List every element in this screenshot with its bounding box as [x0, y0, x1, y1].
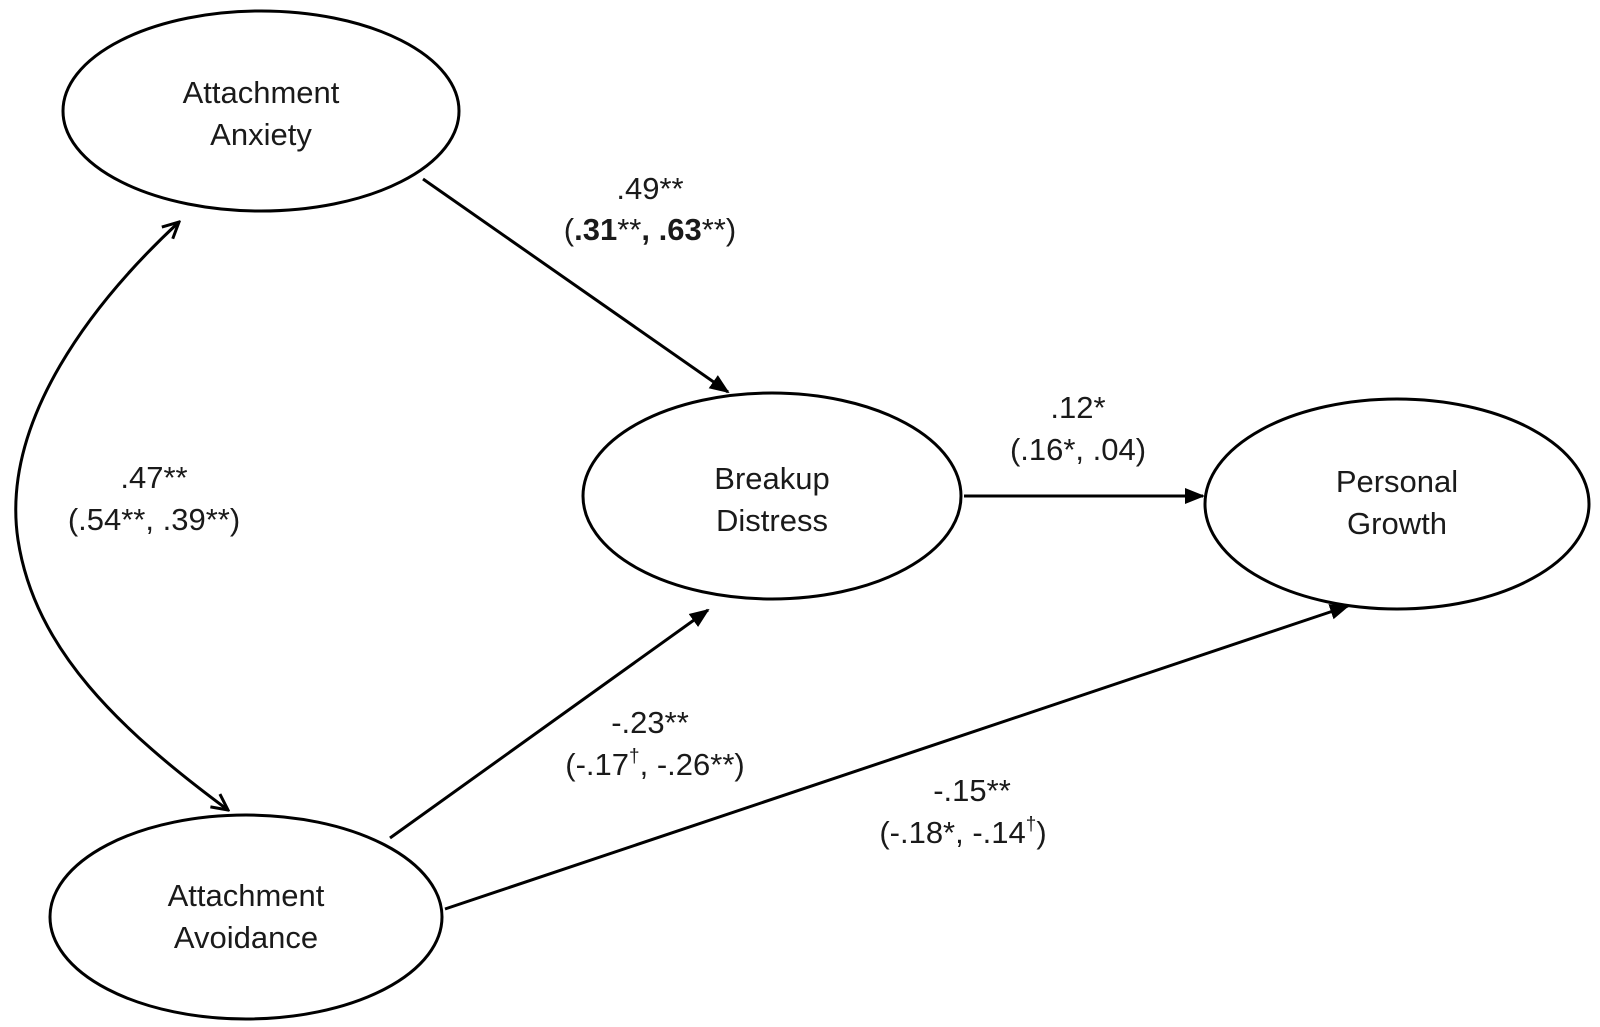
- coef-sig-2: **: [702, 212, 726, 247]
- coef-sep: ,: [641, 212, 658, 247]
- correlation-anxiety-avoidance: [14, 222, 228, 810]
- coef-sig-1: **: [617, 212, 641, 247]
- coef-main: .47**: [120, 460, 187, 495]
- path-anxiety-to-distress: [422, 177, 730, 394]
- coef-group: (-.17†, -.26**): [565, 746, 744, 782]
- coef-group: (.54**, .39**): [68, 502, 240, 537]
- node-breakup-distress: Breakup Distress: [581, 391, 963, 601]
- node-label: Attachment: [168, 878, 325, 913]
- coef-close: ): [726, 212, 736, 247]
- coef-distress-growth: .12* (.16*, .04): [1010, 390, 1146, 467]
- coef-group: (.31**, .63**): [564, 212, 736, 247]
- path-avoidance-to-growth: [444, 604, 1350, 911]
- node-attachment-anxiety: Attachment Anxiety: [61, 9, 461, 213]
- coef-open: (-.17: [565, 747, 629, 782]
- dagger-mark: †: [1026, 814, 1037, 835]
- node-label: Personal: [1336, 464, 1458, 499]
- coef-main: .12*: [1050, 390, 1105, 425]
- node-label: Breakup: [714, 461, 829, 496]
- coef-main: .49**: [616, 171, 683, 206]
- coef-avoidance-growth: -.15** (-.18*, -.14†): [879, 773, 1046, 850]
- coef-main: -.23**: [611, 705, 689, 740]
- path-avoidance-to-distress: [389, 608, 710, 840]
- node-label: Avoidance: [174, 920, 318, 955]
- node-label: Distress: [716, 503, 828, 538]
- coef-close: ): [1036, 815, 1046, 850]
- coef-value-2: .63: [659, 212, 702, 247]
- node-label: Growth: [1347, 506, 1447, 541]
- node-label: Anxiety: [210, 117, 312, 152]
- node-personal-growth: Personal Growth: [1203, 397, 1591, 611]
- coef-rest: , -.26**): [640, 747, 745, 782]
- coef-correlation: .47** (.54**, .39**): [68, 460, 240, 537]
- coef-value-1: .31: [574, 212, 617, 247]
- node-label: Attachment: [183, 75, 340, 110]
- coef-anxiety-distress: .49** (.31**, .63**): [564, 171, 736, 247]
- coef-open: (-.18*, -.14: [879, 815, 1025, 850]
- dagger-mark: †: [629, 746, 640, 767]
- coef-main: -.15**: [933, 773, 1011, 808]
- coef-avoidance-distress: -.23** (-.17†, -.26**): [565, 705, 744, 782]
- coef-group: (.16*, .04): [1010, 432, 1146, 467]
- node-attachment-avoidance: Attachment Avoidance: [48, 813, 444, 1021]
- coef-group: (-.18*, -.14†): [879, 814, 1046, 850]
- coef-open: (: [564, 212, 575, 247]
